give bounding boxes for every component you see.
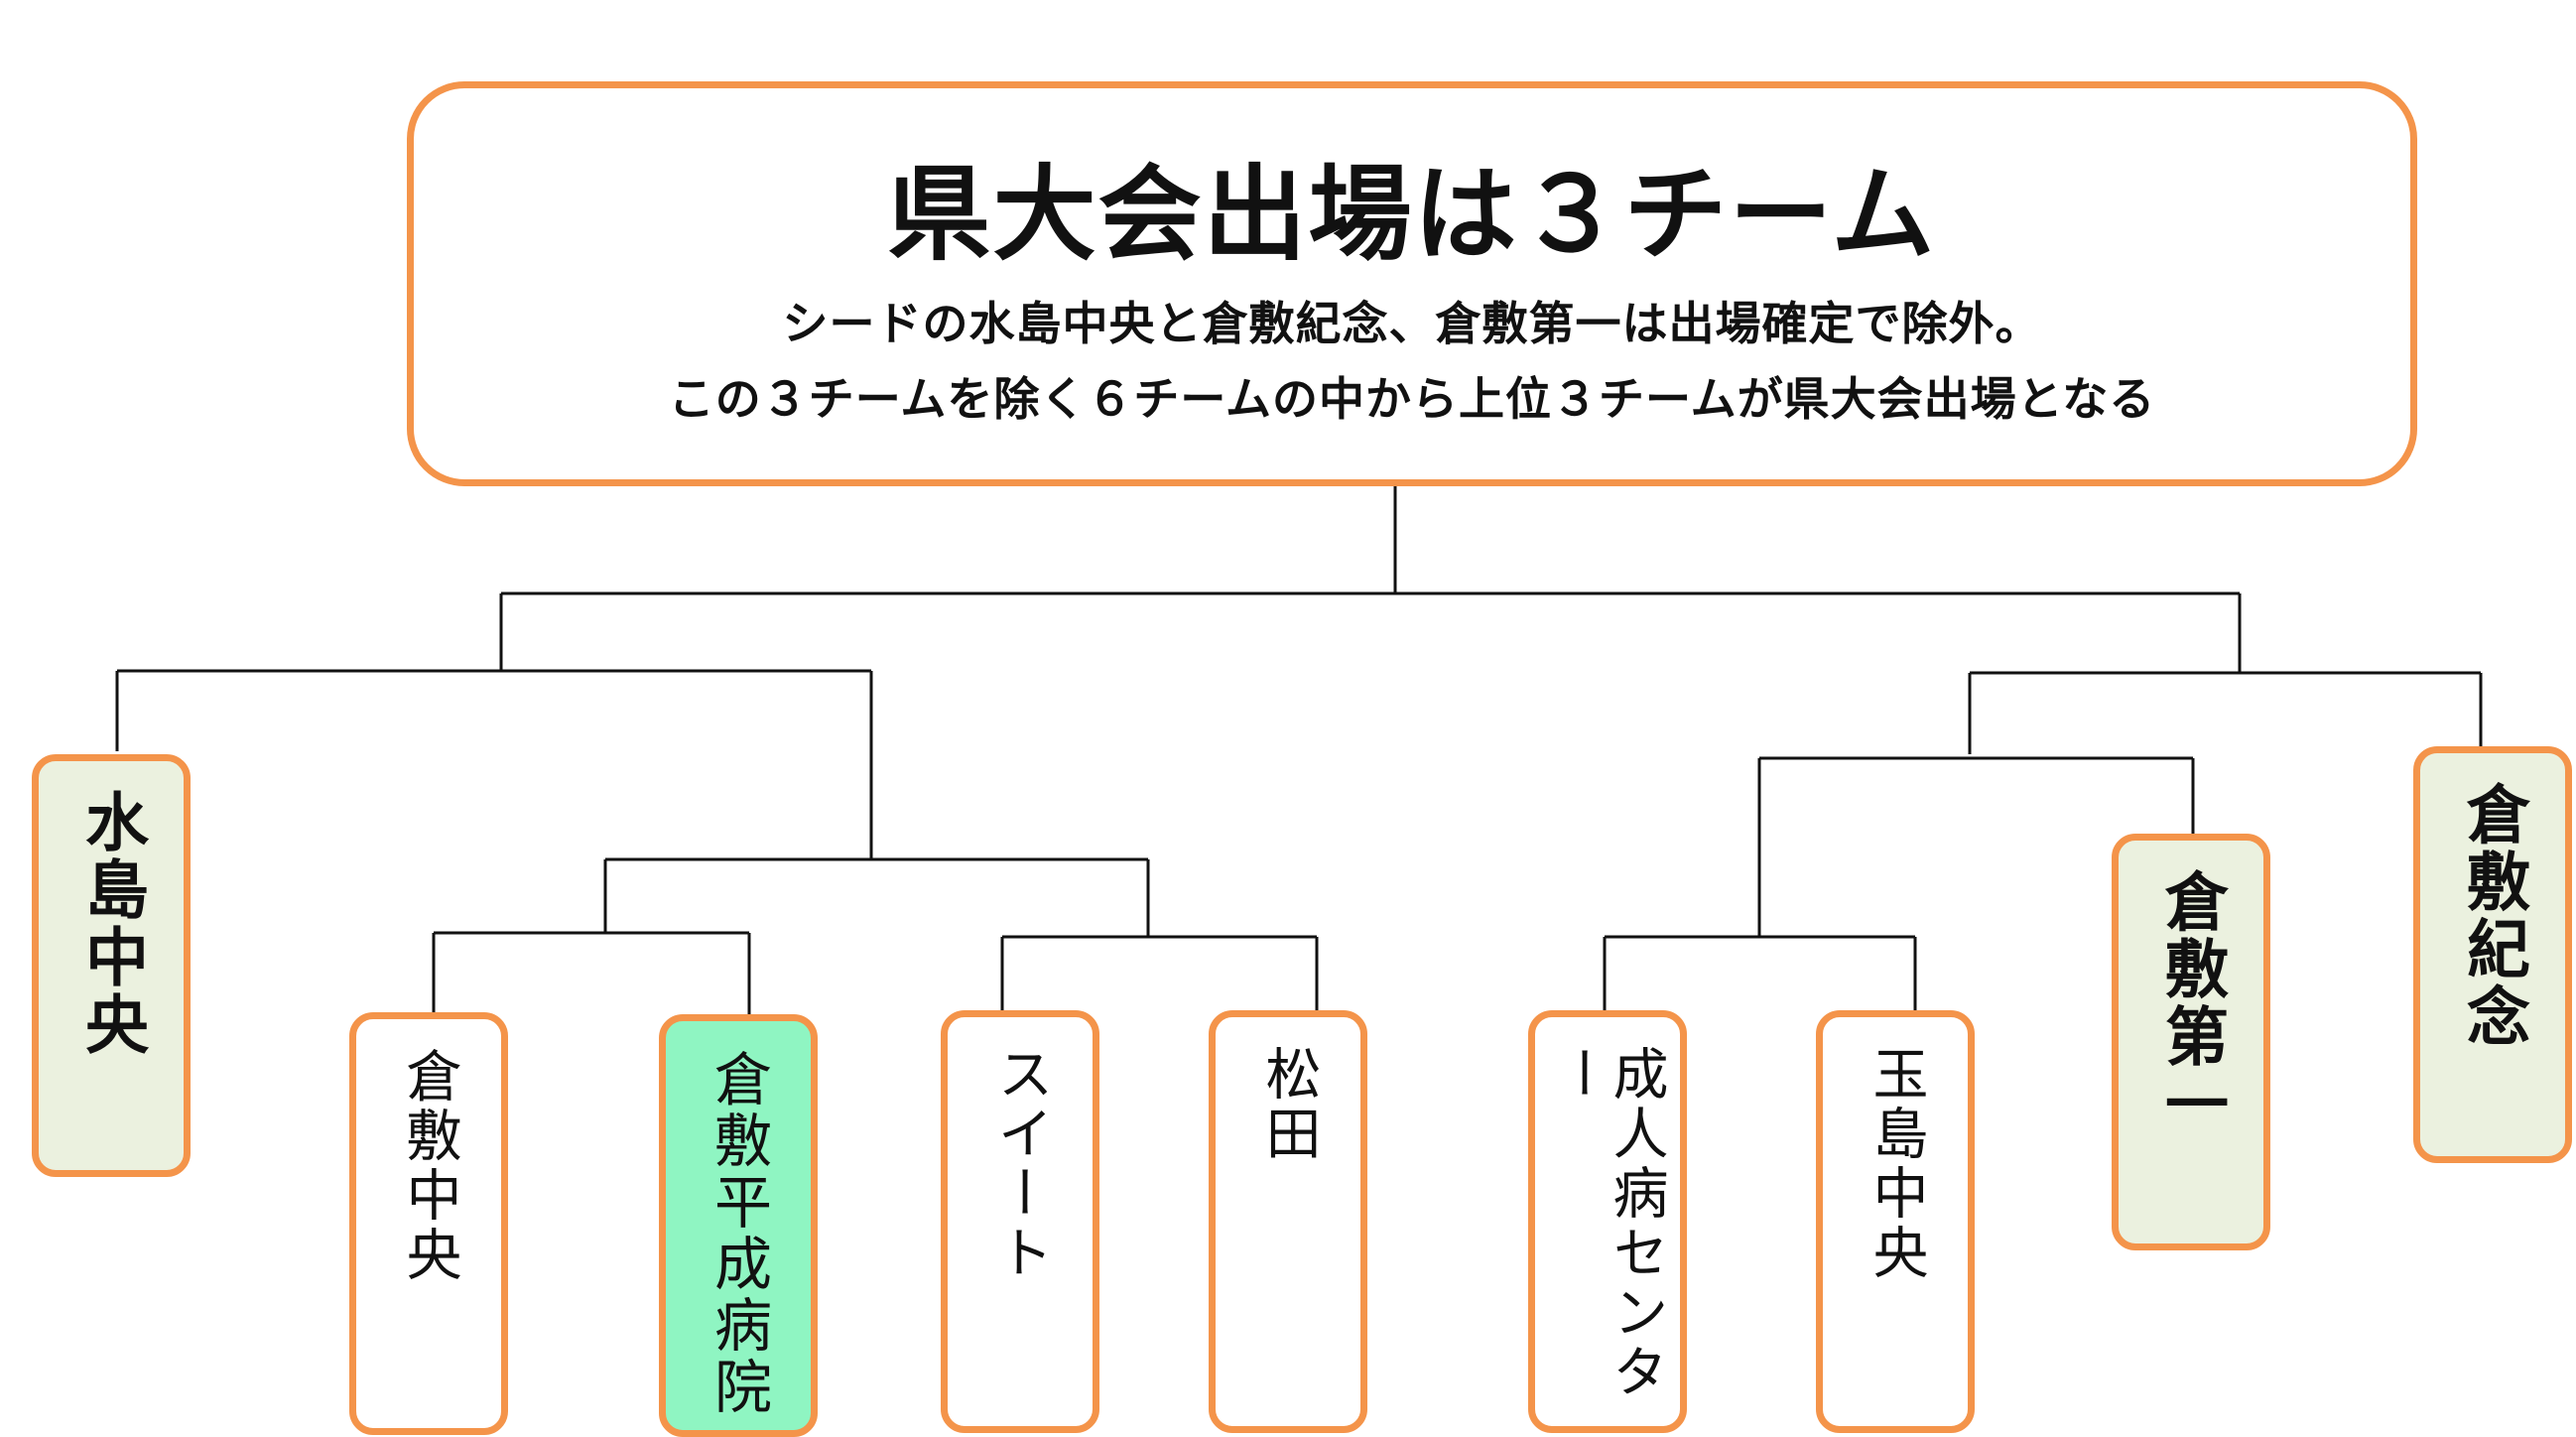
description-line-1: シードの水島中央と倉敷紀念、倉敷第一は出場確定で除外。: [782, 297, 2042, 350]
team-name: 倉敷中央: [397, 1047, 461, 1285]
team-box-suito: スイート: [941, 1010, 1099, 1433]
team-name: 松田: [1256, 1045, 1321, 1164]
team-name: 倉敷紀念: [2456, 781, 2530, 1051]
team-box-matsuda: 松田: [1209, 1010, 1367, 1433]
team-name: 玉島中央: [1864, 1045, 1928, 1283]
team-name: スイート: [988, 1045, 1053, 1283]
team-box-kurashiki-kinen: 倉敷紀念: [2413, 746, 2572, 1163]
team-name: 倉敷平成病院: [705, 1049, 772, 1418]
bracket-left-pairs-line: [432, 931, 1319, 1017]
bracket-right-pair-line: [1603, 935, 1917, 1012]
team-box-mizushima-chuo: 水島中央: [32, 754, 191, 1177]
team-name: 水島中央: [74, 789, 149, 1059]
header-box: 県大会出場は３チーム シードの水島中央と倉敷紀念、倉敷第一は出場確定で除外。 こ…: [407, 81, 2417, 486]
team-box-kurashiki-heisei: 倉敷平成病院: [659, 1014, 818, 1437]
team-box-kurashiki-daiichi: 倉敷第一: [2112, 834, 2270, 1250]
team-box-seijinbyo-center: 成人病センター: [1528, 1010, 1687, 1433]
team-box-tamashima-chuo: 玉島中央: [1816, 1010, 1975, 1433]
page-title: 県大会出場は３チーム: [887, 153, 1937, 275]
team-name: 成人病センター: [1548, 1045, 1668, 1402]
bracket-root-line: [499, 486, 2242, 673]
team-box-kurashiki-chuo: 倉敷中央: [349, 1012, 508, 1435]
description-line-2: この３チームを除く６チームの中から上位３チームが県大会出場となる: [668, 372, 2156, 426]
bracket-right-line: [1757, 671, 2483, 937]
team-name: 倉敷第一: [2154, 868, 2229, 1138]
bracket-left-line: [115, 669, 1150, 937]
